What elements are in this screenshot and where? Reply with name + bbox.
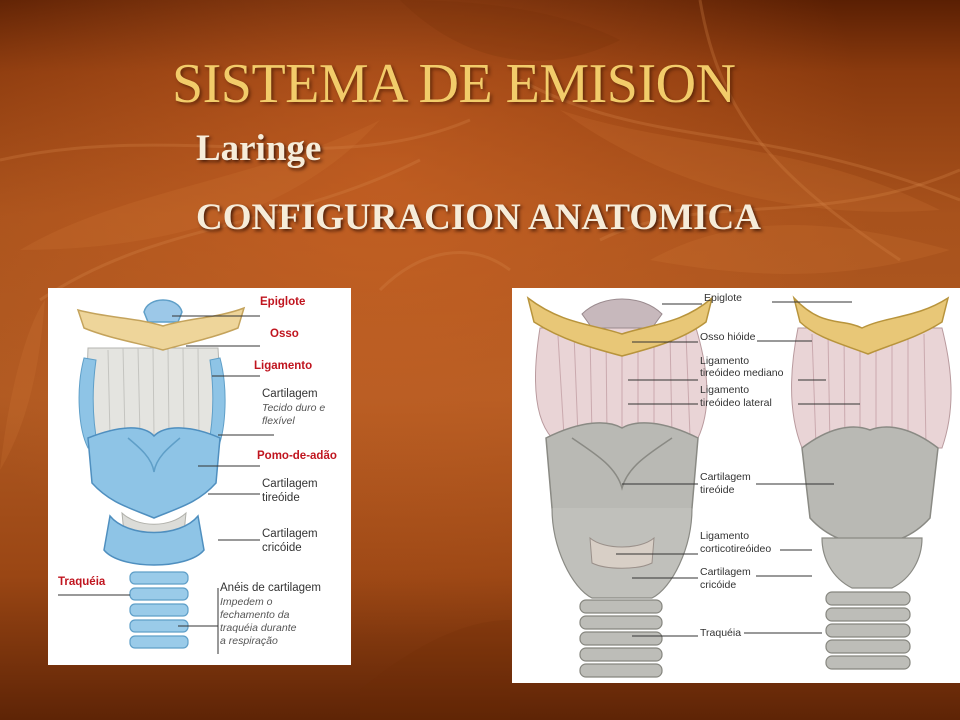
label-r-traqueia: Traquéia [700,627,742,639]
slide-section-heading: CONFIGURACION ANATOMICA [196,197,761,238]
slide-title: SISTEMA DE EMISION [172,53,736,115]
label-r-lig-mediano-2: tireóideo mediano [700,367,784,379]
label-cartilagem-cricoide-2: cricóide [262,542,302,554]
label-r-lig-lateral-1: Ligamento [700,384,750,396]
label-r-tireoide-2: tireóide [700,484,735,496]
label-r-lig-lateral-2: tireóideo lateral [700,397,772,409]
larynx-illustration-gray [526,295,952,678]
label-r-osso-hioide: Osso hióide [700,331,756,343]
label-traqueia: Traquéia [58,576,106,588]
label-cartilagem-desc-2: flexível [262,415,295,427]
larynx-diagram-blue: Epiglote Osso Ligamento Cartilagem Tecid… [48,288,351,665]
label-cartilagem-cricoide-1: Cartilagem [262,528,318,540]
label-r-cricoide-2: cricóide [700,579,737,591]
label-cartilagem-tireoide-2: tireóide [262,492,300,504]
label-pomo-de-adao: Pomo-de-adão [257,450,337,462]
label-epiglote: Epiglote [260,296,306,308]
label-r-lig-mediano-1: Ligamento [700,355,750,367]
label-r-tireoide-1: Cartilagem [700,471,751,483]
label-r-cricoide-1: Cartilagem [700,566,751,578]
label-ligamento: Ligamento [254,360,313,372]
label-r-lig-crico-1: Ligamento [700,530,750,542]
larynx-diagram-gray: Epiglote Osso hióide Ligamento tireóideo… [512,288,960,683]
label-r-lig-crico-2: corticotireóideo [700,543,772,555]
label-cartilagem-desc-1: Tecido duro e [262,402,326,414]
label-cartilagem-tireoide-1: Cartilagem [262,478,318,490]
label-aneis: Anéis de cartilagem [220,582,321,594]
slide-subtitle: Laringe [196,128,322,169]
larynx-illustration-blue [58,299,274,654]
label-aneis-desc-4: a respiração [220,635,278,647]
label-osso: Osso [270,328,299,340]
label-r-epiglote: Epiglote [704,292,742,304]
label-cartilagem: Cartilagem [262,388,318,400]
label-aneis-desc-1: Impedem o [220,596,273,608]
label-aneis-desc-2: fechamento da [220,609,290,621]
label-aneis-desc-3: traquéia durante [220,622,297,634]
